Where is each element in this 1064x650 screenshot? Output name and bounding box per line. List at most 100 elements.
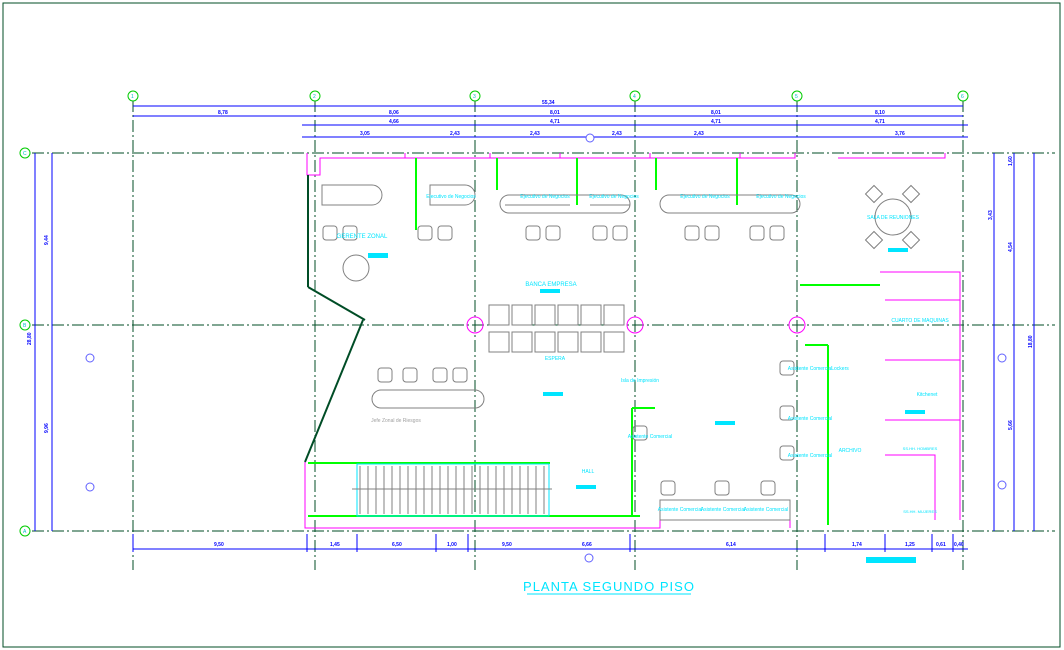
stair-treads [352,466,552,514]
axis-bubble-6 [957,90,969,102]
desk-chair [525,225,541,241]
label-asistente-1: Asistente Comercial [628,434,672,440]
label-kitchenet: Kitchenet [917,392,938,398]
dim-right-1-60: 1,60 [1008,156,1014,166]
label-ss-hombres: SS.HH. HOMBRES [903,446,938,451]
desk-chair [437,225,453,241]
axis-labels: 1 2 3 4 5 6 C B A [23,94,964,535]
dim-top-span-3: 8,01 [550,110,560,116]
label-gerente-zonal: GERENTE ZONAL [337,234,388,240]
desk-chair [760,480,776,496]
dim-bottom-1: 9,50 [214,542,224,548]
desk-chair [432,367,448,383]
axis-label-C: C [23,151,27,157]
desk-chair [749,225,765,241]
desk-chair [592,225,608,241]
dim-left-span-2: 9,96 [44,423,50,433]
section-marker-top [585,133,595,143]
label-cuarto-maquinas: CUARTO DE MAQUINAS [891,318,949,324]
room-labels: GERENTE ZONAL Ejecutivo de Negocios Ejec… [337,194,950,514]
waiting-chair [603,304,625,326]
label-asistente-7: Asistente Comercial [788,453,832,459]
dim-top-detail-1: 3,05 [360,131,370,137]
waiting-chairs [488,304,625,353]
waiting-chair [557,304,579,326]
label-jefe-riesgos: Jefe Zonal de Riesgos [371,418,421,424]
waiting-chair [580,304,602,326]
dim-bottom-4: 6,50 [392,542,402,548]
axis-label-3: 3 [473,94,476,100]
dim-top-sub-3: 4,71 [711,119,721,125]
diagonal-wall [304,175,366,463]
label-sala-reuniones: SALA DE REUNIONES [867,215,920,221]
desk-chair [779,445,795,461]
desk-chair [612,225,628,241]
right-dimensions [993,153,1035,531]
dim-bottom-15: 0,40 [954,542,964,548]
dim-bottom-13: 1,25 [905,542,915,548]
label-isla-impresion: Isla de Impresión [621,378,659,384]
waiting-chair [557,331,579,353]
axis-bubble-3 [469,90,481,102]
stairs [356,463,550,517]
desk-chair [402,367,418,383]
dim-top-sub-4: 4,71 [875,119,885,125]
label-ejecutivo-5: Ejecutivo de Negocios [756,194,806,200]
label-banca-empresa: BANCA EMPRESA [525,282,576,288]
left-dimensions [34,153,53,531]
axis-bubble-B [19,319,31,331]
dim-top-total: 55,34 [542,100,555,106]
label-asistente-2: Asistente Comercial [658,507,702,513]
label-lockers: Lockers [831,366,849,372]
axis-bubble-5 [791,90,803,102]
desk-chair [779,405,795,421]
desk-chair [322,225,338,241]
dim-right-4-54: 4,54 [1008,242,1014,252]
label-ss-mujeres: SS.HH. MUJERES [903,509,937,514]
dim-bottom-5: 1,00 [447,542,457,548]
axis-label-5: 5 [795,94,798,100]
dim-top-detail-2: 2,43 [450,131,460,137]
axis-label-2: 2 [313,94,316,100]
dim-top-span-4: 8,01 [711,110,721,116]
label-ejecutivo-1: Ejecutivo de Negocios [426,194,476,200]
label-hall: HALL [582,469,595,475]
section-marker-left-2 [85,482,95,492]
dim-top-sub-2: 4,71 [550,119,560,125]
label-ejecutivo-2: Ejecutivo de Negocios [520,194,570,200]
axis-label-A: A [23,529,27,535]
drawing-title: PLANTA SEGUNDO PISO [523,579,695,594]
desk-chairs [322,225,795,496]
waiting-chair [603,331,625,353]
axis-label-1: 1 [131,94,134,100]
label-espera: ESPERA [545,356,566,362]
dim-bottom-6: 9,50 [502,542,512,548]
desk-chair [684,225,700,241]
desk-chair [377,367,393,383]
desk-chair [704,225,720,241]
dim-bottom-11: 1,74 [852,542,862,548]
top-dimensions [133,105,968,138]
section-marker-right-2 [997,480,1007,490]
meeting-table [864,184,921,250]
dim-top-detail-6: 3,76 [895,131,905,137]
desk-chair [632,425,648,441]
desks [321,184,801,521]
dim-top-sub-1: 4,66 [389,119,399,125]
axis-bubble-2 [309,90,321,102]
waiting-chair [511,331,533,353]
label-asistente-4: Asistente Comercial [744,507,788,513]
label-asistente-6: Asistente Comercial [788,416,832,422]
axis-bubble-1 [127,90,139,102]
walls [304,153,961,529]
waiting-chair [580,331,602,353]
axis-label-4: 4 [633,94,636,100]
axis-bubbles [19,90,969,537]
label-archivo: ARCHIVO [839,448,862,454]
label-asistente-3: Asistente Comercial [701,507,745,513]
dim-top-detail-4: 2,43 [612,131,622,137]
dim-bottom-3: 1,45 [330,542,340,548]
dim-left-span-1: 9,44 [44,235,50,245]
waiting-chair [534,331,556,353]
waiting-chair [488,331,510,353]
